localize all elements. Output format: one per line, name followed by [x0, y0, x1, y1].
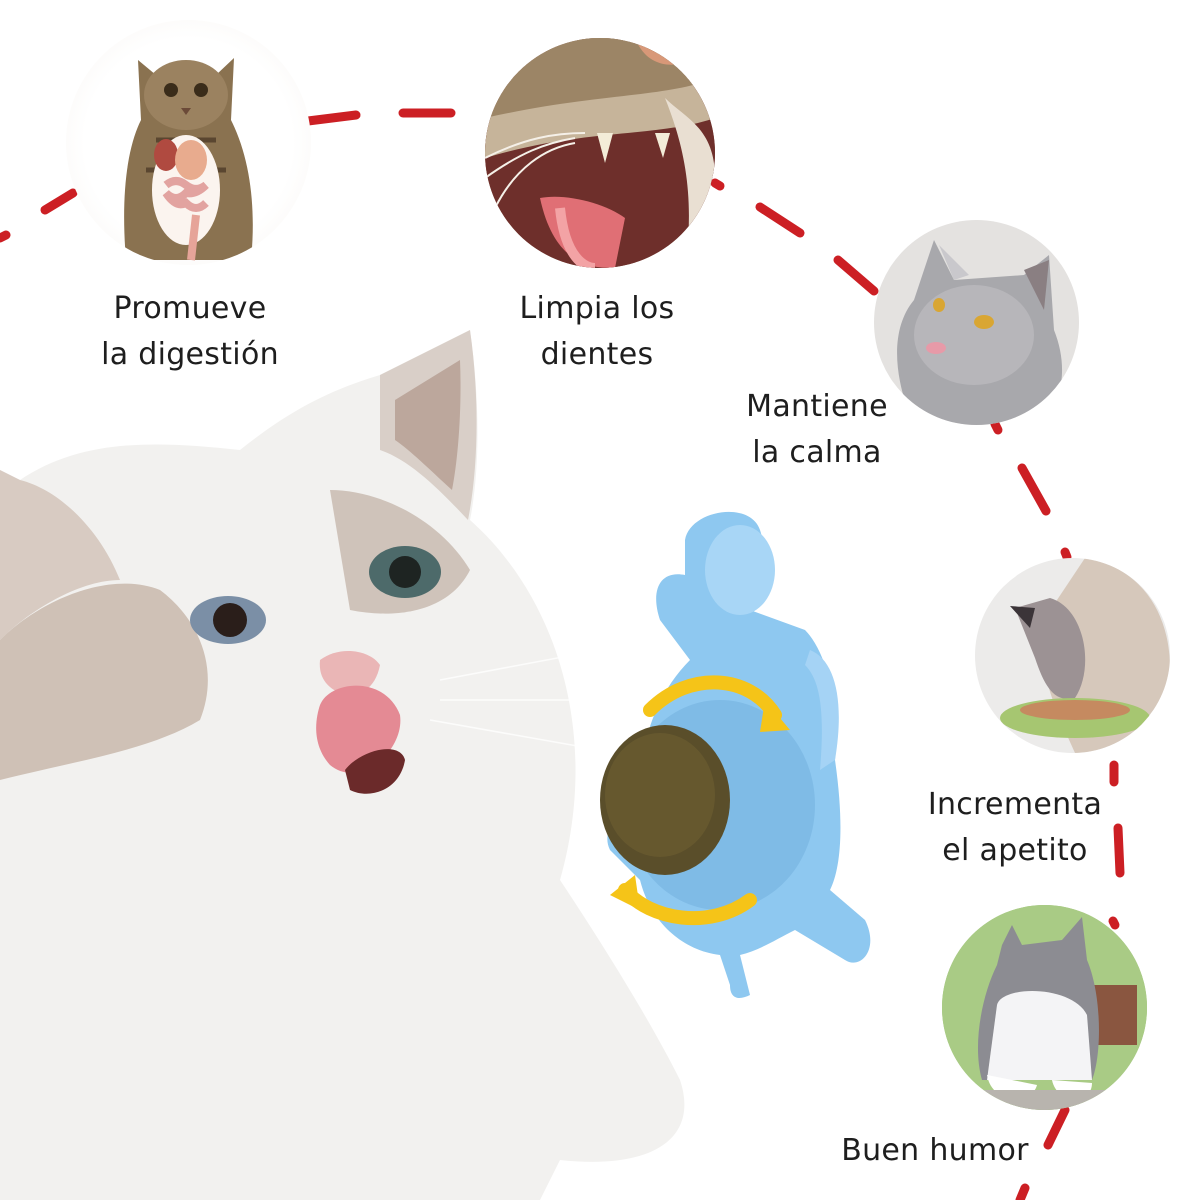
benefit-label-teeth: Limpia los dientes — [497, 286, 697, 378]
benefit-label-line: la calma — [752, 435, 882, 470]
benefit-image-teeth — [485, 38, 715, 268]
cat-eating-icon — [1000, 558, 1170, 753]
white-cat-hero-image — [0, 330, 685, 1200]
benefit-label-line: Incrementa — [927, 787, 1103, 822]
cat-relaxing-icon — [942, 905, 1147, 1110]
gray-cat-licking-icon — [897, 240, 1063, 425]
cat-teeth-icon — [485, 38, 715, 268]
benefit-image-appetite — [975, 558, 1170, 753]
benefit-label-line: Promueve — [113, 291, 267, 326]
benefit-label-appetite: Incrementa el apetito — [915, 782, 1115, 874]
benefit-label-line: la digestión — [101, 337, 279, 372]
benefit-label-line: Buen humor — [841, 1133, 1029, 1168]
benefit-label-line: el apetito — [942, 833, 1088, 868]
benefit-image-mood — [942, 905, 1147, 1110]
benefit-label-line: Mantiene — [746, 389, 888, 424]
tabby-cat-digestion-icon — [124, 58, 253, 261]
benefit-image-calm — [874, 220, 1079, 425]
benefit-label-line: dientes — [540, 337, 654, 372]
benefit-image-digestion — [66, 20, 311, 265]
benefit-label-mood: Buen humor — [830, 1128, 1040, 1174]
catnip-ball-toy-image — [600, 511, 871, 998]
benefit-label-digestion: Promueve la digestión — [90, 286, 290, 378]
benefit-label-calm: Mantiene la calma — [717, 384, 917, 476]
benefit-label-line: Limpia los — [519, 291, 675, 326]
